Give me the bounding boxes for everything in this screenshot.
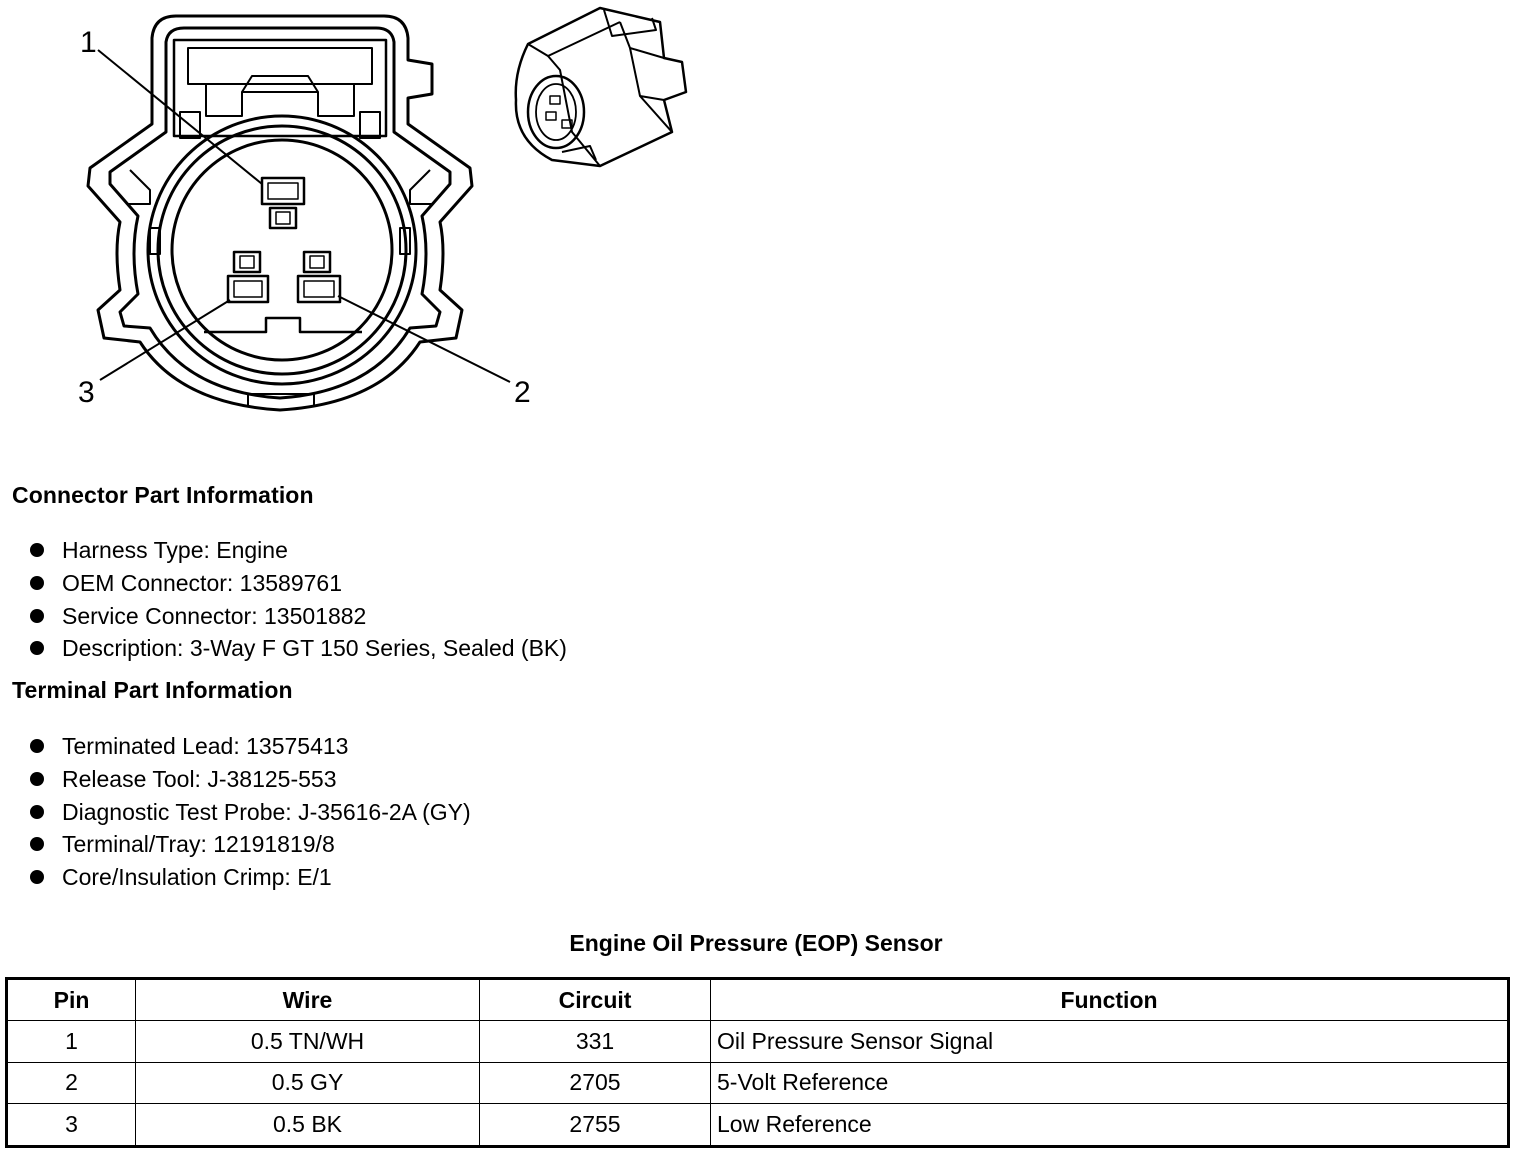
callout-label-1: 1 [80,26,97,59]
connector-isometric-view [514,6,688,168]
callout-label-3: 3 [78,376,95,409]
terminal-info-list: Terminated Lead: 13575413 Release Tool: … [30,730,471,894]
cell-function: Low Reference [710,1103,1509,1147]
cell-pin: 3 [6,1103,136,1147]
cell-pin: 2 [6,1061,136,1105]
cell-circuit: 331 [479,1020,711,1063]
list-item: Release Tool: J-38125-553 [30,763,471,796]
table-row: 1 0.5 TN/WH 331 Oil Pressure Sensor Sign… [6,1020,1509,1063]
table-row: 3 0.5 BK 2755 Low Reference [6,1103,1509,1147]
cell-pin: 1 [6,1020,136,1063]
terminal-cavities [204,176,362,334]
table-header-row: Pin Wire Circuit Function [6,978,1509,1021]
terminal-info-heading: Terminal Part Information [12,677,293,703]
column-header-wire: Wire [135,978,480,1021]
list-item: Diagnostic Test Probe: J-35616-2A (GY) [30,796,471,829]
cell-wire: 0.5 BK [135,1103,480,1147]
cell-circuit: 2755 [479,1103,711,1147]
cell-circuit: 2705 [479,1061,711,1105]
connector-face-rings [146,114,418,386]
connector-face-diagram: 1 2 3 [78,14,531,412]
table-row: 2 0.5 GY 2705 5-Volt Reference [6,1061,1509,1105]
column-header-circuit: Circuit [479,978,711,1021]
list-item: Service Connector: 13501882 [30,600,567,633]
cell-function: Oil Pressure Sensor Signal [710,1020,1509,1063]
cell-wire: 0.5 TN/WH [135,1020,480,1063]
connector-info-heading: Connector Part Information [12,482,314,508]
pinout-table: Pin Wire Circuit Function 1 0.5 TN/WH 33… [5,977,1510,1148]
list-item: OEM Connector: 13589761 [30,567,567,600]
list-item: Harness Type: Engine [30,534,567,567]
list-item: Description: 3-Way F GT 150 Series, Seal… [30,632,567,665]
cell-function: 5-Volt Reference [710,1061,1509,1105]
cell-wire: 0.5 GY [135,1061,480,1105]
list-item: Terminal/Tray: 12191819/8 [30,828,471,861]
list-item: Core/Insulation Crimp: E/1 [30,861,471,894]
column-header-pin: Pin [6,978,136,1021]
column-header-function: Function [710,978,1509,1021]
connector-info-list: Harness Type: Engine OEM Connector: 1358… [30,534,567,665]
callout-label-2: 2 [514,376,531,409]
list-item: Terminated Lead: 13575413 [30,730,471,763]
table-title: Engine Oil Pressure (EOP) Sensor [569,930,943,956]
callout-leaders [97,49,511,383]
